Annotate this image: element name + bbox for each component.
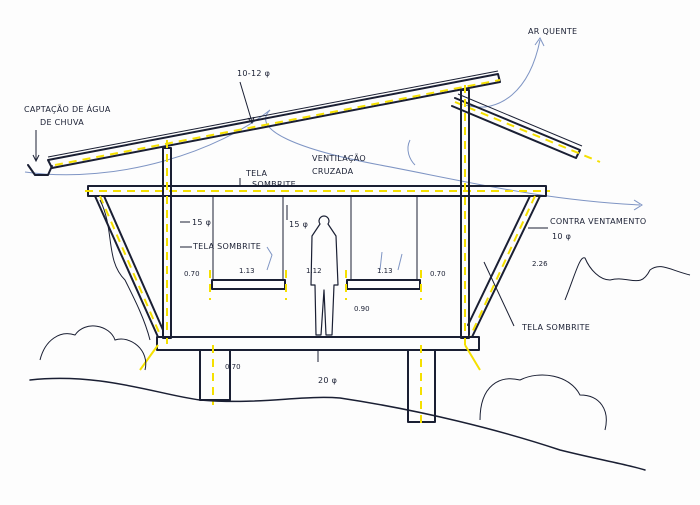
label-bracing-2: 10 φ bbox=[552, 232, 571, 241]
label-bracing-1: CONTRA VENTAMENTO bbox=[550, 217, 646, 226]
human-figure bbox=[310, 215, 339, 336]
ground-line bbox=[29, 377, 646, 471]
label-shade-right: TELA SOMBRITE bbox=[521, 323, 590, 332]
roof-main bbox=[47, 70, 501, 169]
gutter-arrow bbox=[32, 130, 40, 163]
label-roof-beam: 10-12 φ bbox=[237, 69, 270, 78]
vegetation-right bbox=[479, 374, 607, 431]
label-hot-air: AR QUENTE bbox=[528, 27, 577, 36]
label-shade-top-2: SOMBRITE bbox=[252, 180, 296, 189]
label-ventilation-1: VENTILAÇÃO bbox=[312, 153, 366, 163]
label-post-mid: 15 φ bbox=[289, 220, 308, 229]
label-shade-left: TELA SOMBRITE bbox=[192, 242, 261, 251]
label-ventilation-2: CRUZADA bbox=[312, 167, 354, 176]
label-post-left: 15 φ bbox=[192, 218, 211, 227]
rain-gutter bbox=[27, 164, 53, 176]
roof-upper-right bbox=[451, 93, 601, 163]
dim-side-right: 0.70 bbox=[430, 270, 446, 278]
vegetation-creeper bbox=[99, 199, 151, 341]
dim-shelf-left: 1.13 bbox=[239, 267, 255, 275]
label-rain-capture-1: CAPTAÇÃO DE ÁGUA bbox=[24, 103, 111, 114]
hanging-shelves bbox=[209, 196, 422, 300]
label-shade-top-1: TELA bbox=[245, 169, 267, 178]
dim-shelf-height: 0.90 bbox=[354, 305, 370, 313]
dim-aisle: 1.12 bbox=[306, 267, 322, 275]
tree-line bbox=[564, 257, 691, 301]
label-rain-capture-2: DE CHUVA bbox=[40, 118, 84, 127]
label-arrows bbox=[180, 178, 548, 362]
label-pillar: 20 φ bbox=[318, 376, 337, 385]
dim-height-total: 2.26 bbox=[532, 260, 548, 268]
dim-shelf-right: 1.13 bbox=[377, 267, 393, 275]
roof-beam-arrow bbox=[239, 81, 255, 125]
dim-side-left: 0.70 bbox=[184, 270, 200, 278]
vegetation-left bbox=[39, 325, 147, 371]
dim-floor-height: 0.70 bbox=[225, 363, 241, 371]
